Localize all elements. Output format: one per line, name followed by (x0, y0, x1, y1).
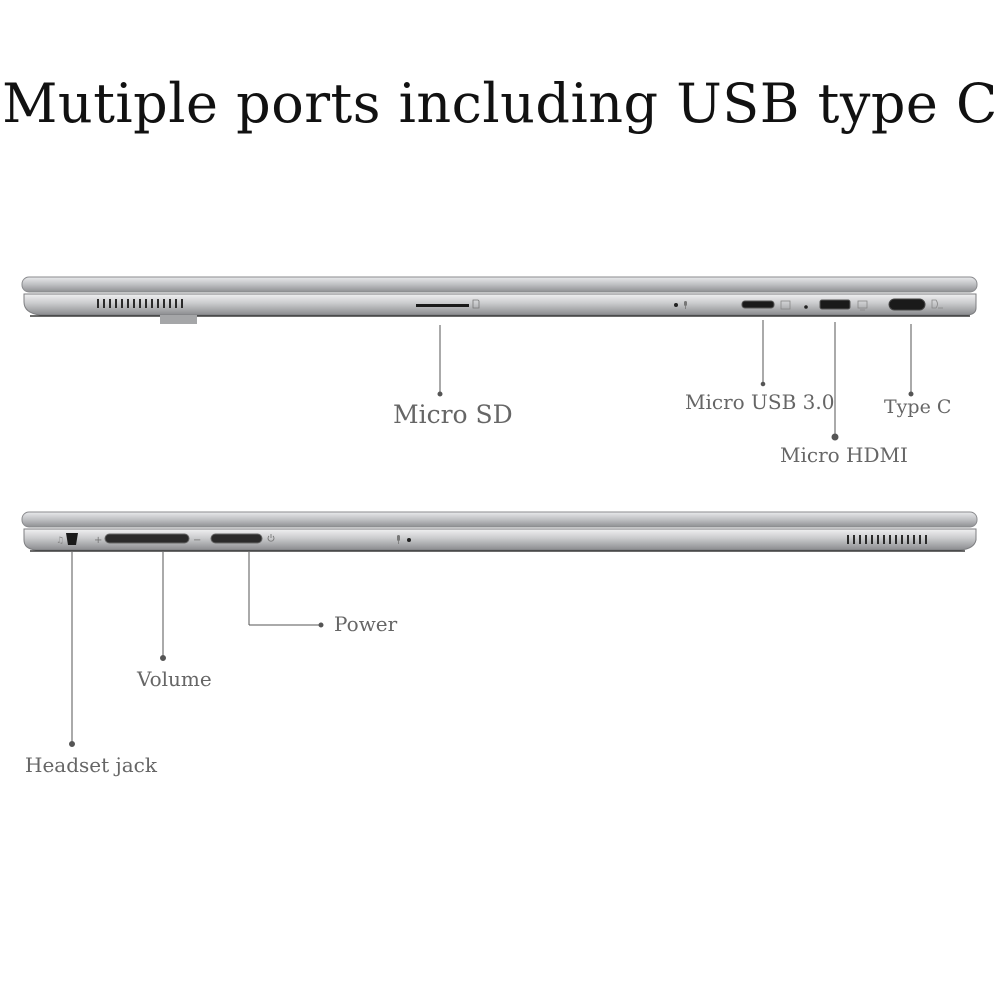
type-c-label: Type C (884, 396, 952, 418)
volume-label: Volume (137, 667, 212, 691)
micro-usb-label: Micro USB 3.0 (685, 390, 835, 414)
bottom-lid (21, 511, 978, 528)
power-label: Power (334, 612, 398, 636)
top-side-view (21, 276, 978, 324)
bottom-side-view: ♫ + − (21, 511, 978, 552)
hinge-tab (160, 315, 197, 324)
microphone-icon-bottom (397, 535, 400, 544)
micro-sd-label: Micro SD (393, 400, 513, 429)
power-button (210, 533, 263, 544)
top-leader-lines (437, 320, 914, 441)
micro-sd-slot (416, 304, 469, 307)
svg-text:−: − (193, 535, 201, 546)
microphone-hole-bottom (407, 538, 411, 542)
svg-text:♫: ♫ (56, 536, 64, 546)
sd-card-icon (472, 299, 480, 309)
svg-text:+: + (94, 535, 102, 546)
micro-hdmi-port (819, 299, 851, 310)
type-c-icon (931, 299, 943, 309)
micro-usb-port (741, 300, 775, 309)
page-title: Mutiple ports including USB type C (2, 72, 998, 135)
type-c-port (888, 298, 926, 311)
top-lid (21, 276, 978, 293)
speaker-grille-right (847, 535, 927, 544)
micro-hdmi-label: Micro HDMI (780, 443, 908, 467)
top-base (23, 293, 977, 316)
bottom-leader-lines (69, 552, 324, 747)
usb-icon (780, 300, 791, 310)
power-icon (267, 534, 275, 542)
microphone-hole (674, 303, 678, 307)
indicator-dot (804, 305, 808, 309)
bottom-base (23, 528, 977, 551)
volume-rocker (104, 533, 190, 544)
speaker-grille-left (97, 299, 183, 308)
microphone-icon (684, 301, 687, 309)
hdmi-icon (857, 300, 868, 311)
headset-jack-port: ♫ (56, 533, 78, 546)
headset-jack-label: Headset jack (25, 753, 157, 777)
